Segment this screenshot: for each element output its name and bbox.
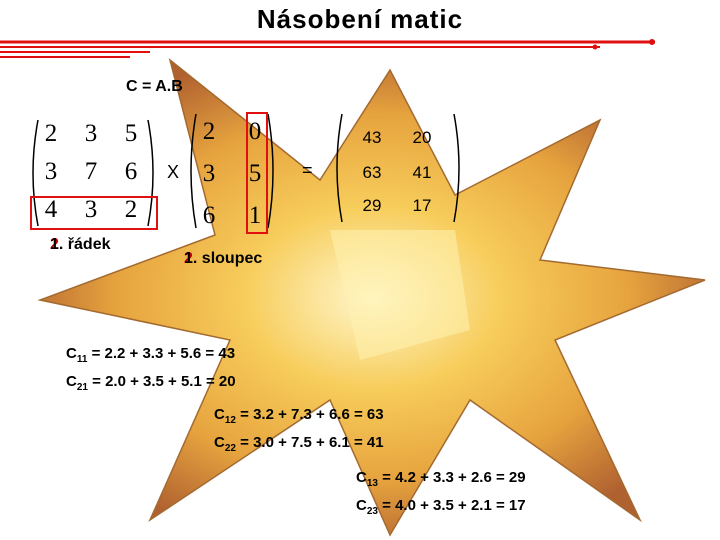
matrix-a-cell: 7 [84,158,98,185]
calculation-line: C11 = 2.2 + 3.3 + 5.6 = 43 [66,345,236,365]
matrix-b-cell: 0 [248,118,262,145]
calculation-line: C23 = 4.0 + 3.5 + 2.1 = 17 [356,497,526,517]
matrix-a-cell: 3 [84,196,98,223]
column-indicator-text: . sloupec [192,250,263,267]
column-indicator-number: 1 [184,250,193,267]
formula-label: C = A.B [126,78,183,95]
matrix-a-cell: 3 [44,158,58,185]
matrix-b-cell: 2 [202,118,216,145]
matrix-b-brackets [190,113,274,229]
matrix-c-cell: 63 [362,163,382,182]
matrix-a-cell: 5 [124,120,138,147]
column-highlight [246,112,268,234]
matrix-a-cell: 6 [124,158,138,185]
calculation-line: C22 = 3.0 + 7.5 + 6.1 = 41 [214,434,384,454]
calculation-line: C13 = 4.2 + 3.3 + 2.6 = 29 [356,469,526,489]
row-indicator-number: 1 [50,236,59,253]
matrix-c-cell: 17 [412,196,432,215]
matrix-b-cell: 5 [248,160,262,187]
column-indicator: 2 1. sloupec [184,250,262,268]
matrix-c-cell: 41 [412,163,432,182]
slide-title: Násobení matic [256,4,464,34]
calculation-line: C21 = 2.0 + 3.5 + 5.1 = 20 [66,373,236,393]
title-underline-rules [0,39,655,58]
matrix-a-cell: 3 [84,120,98,147]
matrix-a-cell: 2 [124,196,138,223]
matrix-b-cell: 1 [248,202,262,229]
equals-sign: = [302,160,313,180]
matrix-a-cell: 2 [44,120,58,147]
matrix-c-brackets [336,113,460,223]
matrix-c-cell: 20 [412,128,432,147]
matrix-a-cell: 4 [44,196,58,223]
matrix-c-cell: 29 [362,196,382,215]
row-indicator-ghost-number: 2 [50,236,59,253]
row-indicator: 2 1. řádek [50,236,111,254]
matrix-a-brackets [32,119,154,227]
matrix-c-cell: 43 [362,128,382,147]
column-indicator-ghost-number: 2 [184,250,193,267]
matrix-b-cell: 3 [202,160,216,187]
times-sign: X [167,162,180,182]
matrix-b-cell: 6 [202,202,216,229]
row-indicator-text: . řádek [58,236,111,253]
calculation-line: C12 = 3.2 + 7.3 + 6.6 = 63 [214,406,384,426]
row-highlight [30,196,158,230]
